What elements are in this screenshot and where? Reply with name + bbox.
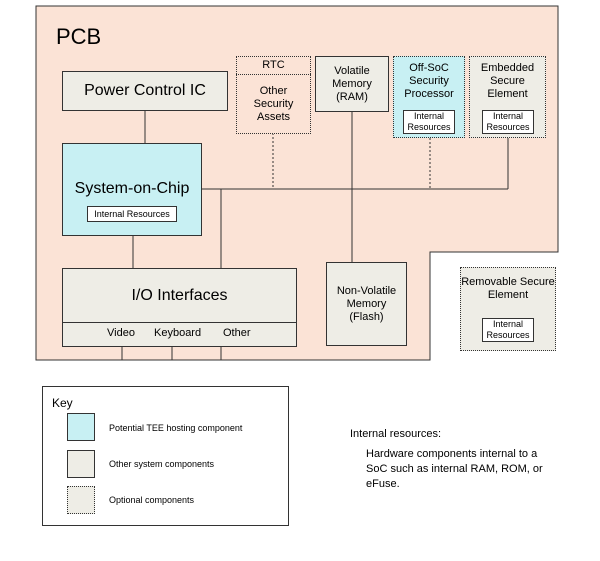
io-port-other: Other <box>223 327 251 339</box>
removable-se-internal-resources: Internal Resources <box>482 318 534 342</box>
volatile-memory: Volatile Memory (RAM) <box>315 56 389 112</box>
rtc-label: RTC <box>262 59 285 71</box>
io-divider <box>62 322 297 323</box>
key-label-optional: Optional components <box>109 495 195 505</box>
key-label-system: Other system components <box>109 459 215 469</box>
pcb-label: PCB <box>56 24 102 49</box>
soc-internal-resources: Internal Resources <box>87 206 177 222</box>
io-port-keyboard: Keyboard <box>154 327 202 339</box>
other-security-assets: Other Security Assets <box>253 84 294 123</box>
non-volatile-memory: Non-Volatile Memory (Flash) <box>326 262 407 346</box>
key-swatch-optional <box>67 486 95 514</box>
embedded-se-internal-resources: Internal Resources <box>482 110 534 134</box>
system-on-chip: System-on-Chip <box>62 143 202 236</box>
note-body: Hardware components internal to a SoC su… <box>366 448 543 490</box>
key-swatch-system <box>67 450 95 478</box>
io-port-video: Video <box>107 327 135 339</box>
key-title: Key <box>52 396 73 410</box>
io-interfaces: I/O Interfaces <box>62 268 297 347</box>
off-soc-internal-resources: Internal Resources <box>403 110 455 134</box>
key-label-tee: Potential TEE hosting component <box>109 423 243 433</box>
rtc-divider <box>236 74 311 75</box>
connection-lines <box>121 111 509 360</box>
rtc-group <box>236 56 311 134</box>
power-control-label: Power Control IC <box>84 82 206 99</box>
key-swatch-tee <box>67 413 95 441</box>
power-control-ic: Power Control IC <box>62 71 228 111</box>
note-heading: Internal resources: <box>350 428 442 440</box>
optional-lines <box>272 133 431 189</box>
